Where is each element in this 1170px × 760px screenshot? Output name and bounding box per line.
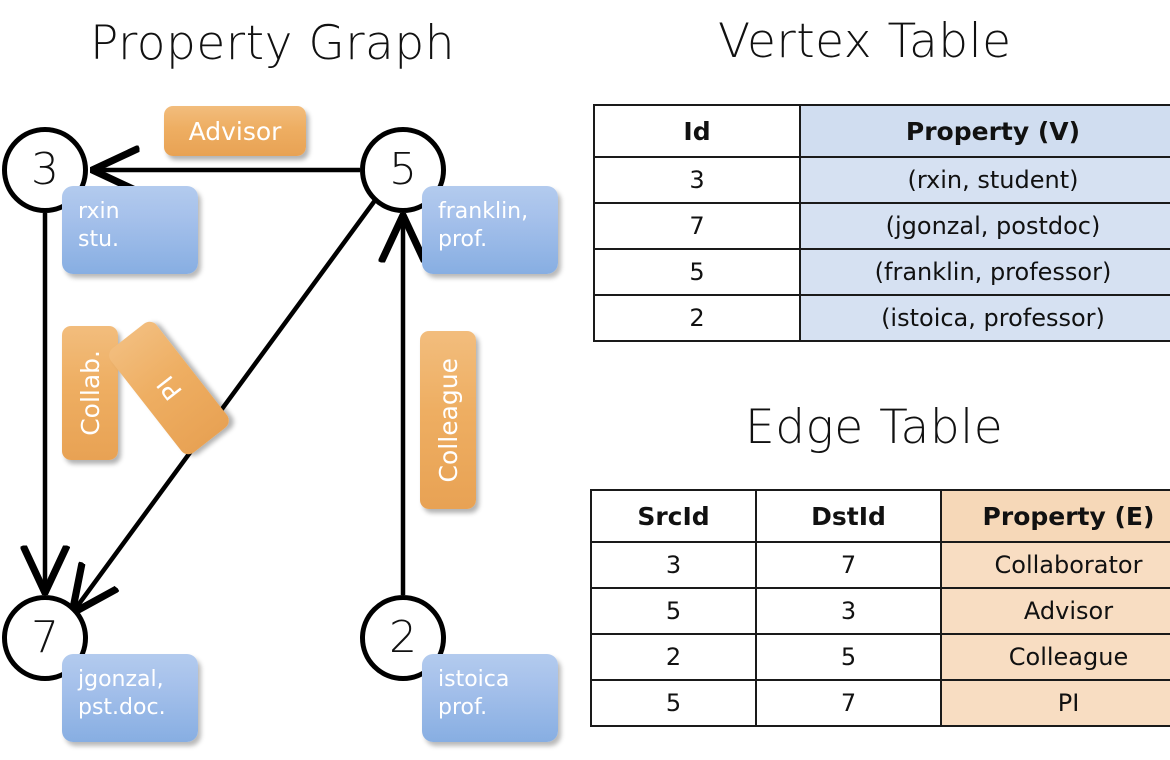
edge-label-text: Collab.: [75, 350, 105, 436]
cell-property: Advisor: [940, 587, 1170, 635]
property-graph-panel: Property Graph 3 5 7 2 rxin stu. frankli…: [0, 0, 585, 760]
table-header-row: SrcId DstId Property (E): [590, 489, 1170, 543]
edge-label-advisor: Advisor: [164, 106, 306, 156]
page-title-vertex-table: Vertex Table: [718, 14, 1012, 69]
node-property-line2: pst.doc.: [78, 695, 166, 721]
node-property-line2: prof.: [438, 227, 488, 253]
cell-srcid: 5: [590, 679, 757, 727]
node-property-callout-3: rxin stu.: [62, 186, 198, 274]
node-property-callout-2: istoica prof.: [422, 654, 558, 742]
table-row: 3 7 Collaborator: [590, 541, 1170, 589]
edge-label-text: Colleague: [433, 357, 463, 483]
node-property-line2: prof.: [438, 695, 488, 721]
node-property-line1: rxin: [78, 199, 120, 224]
node-property-line1: jgonzal,: [78, 667, 164, 692]
cell-dstid: 3: [755, 587, 942, 635]
cell-srcid: 2: [590, 633, 757, 681]
node-property-callout-5: franklin, prof.: [422, 186, 558, 274]
edge-label-text: PI: [150, 370, 188, 406]
node-property-line2: stu.: [78, 227, 120, 253]
cell-property: (franklin, professor): [799, 248, 1170, 296]
cell-property: (rxin, student): [799, 156, 1170, 204]
cell-srcid: 3: [590, 541, 757, 589]
column-header-srcid: SrcId: [590, 489, 757, 543]
vertex-table: Id Property (V) 3 (rxin, student) 7 (jgo…: [593, 104, 1170, 342]
table-row: 2 5 Colleague: [590, 633, 1170, 681]
column-header-id: Id: [593, 104, 801, 158]
table-row: 5 3 Advisor: [590, 587, 1170, 635]
cell-srcid: 5: [590, 587, 757, 635]
cell-dstid: 5: [755, 633, 942, 681]
cell-property: (istoica, professor): [799, 294, 1170, 342]
page-title-edge-table: Edge Table: [745, 400, 1004, 455]
cell-dstid: 7: [755, 679, 942, 727]
graph-node-5[interactable]: 5: [360, 127, 446, 213]
edge-label-collab: Collab.: [62, 326, 118, 460]
cell-id: 3: [593, 156, 801, 204]
edge-5-to-7: [76, 197, 378, 608]
page-title-property-graph: Property Graph: [90, 16, 455, 71]
table-row: 2 (istoica, professor): [593, 294, 1170, 342]
node-property-line1: franklin,: [438, 199, 529, 224]
cell-property: (jgonzal, postdoc): [799, 202, 1170, 250]
cell-property: PI: [940, 679, 1170, 727]
graph-edges-svg: [0, 0, 585, 760]
cell-id: 7: [593, 202, 801, 250]
column-header-property-v: Property (V): [799, 104, 1170, 158]
table-row: 5 7 PI: [590, 679, 1170, 727]
cell-id: 5: [593, 248, 801, 296]
cell-id: 2: [593, 294, 801, 342]
table-row: 7 (jgonzal, postdoc): [593, 202, 1170, 250]
cell-property: Colleague: [940, 633, 1170, 681]
edge-label-text: Advisor: [188, 116, 282, 146]
node-property-callout-7: jgonzal, pst.doc.: [62, 654, 198, 742]
cell-dstid: 7: [755, 541, 942, 589]
cell-property: Collaborator: [940, 541, 1170, 589]
node-property-line1: istoica: [438, 667, 510, 692]
column-header-dstid: DstId: [755, 489, 942, 543]
table-row: 5 (franklin, professor): [593, 248, 1170, 296]
graph-node-2[interactable]: 2: [360, 595, 446, 681]
column-header-property-e: Property (E): [940, 489, 1170, 543]
edge-label-colleague: Colleague: [420, 331, 476, 509]
table-row: 3 (rxin, student): [593, 156, 1170, 204]
table-header-row: Id Property (V): [593, 104, 1170, 158]
edge-table: SrcId DstId Property (E) 3 7 Collaborato…: [590, 489, 1170, 727]
